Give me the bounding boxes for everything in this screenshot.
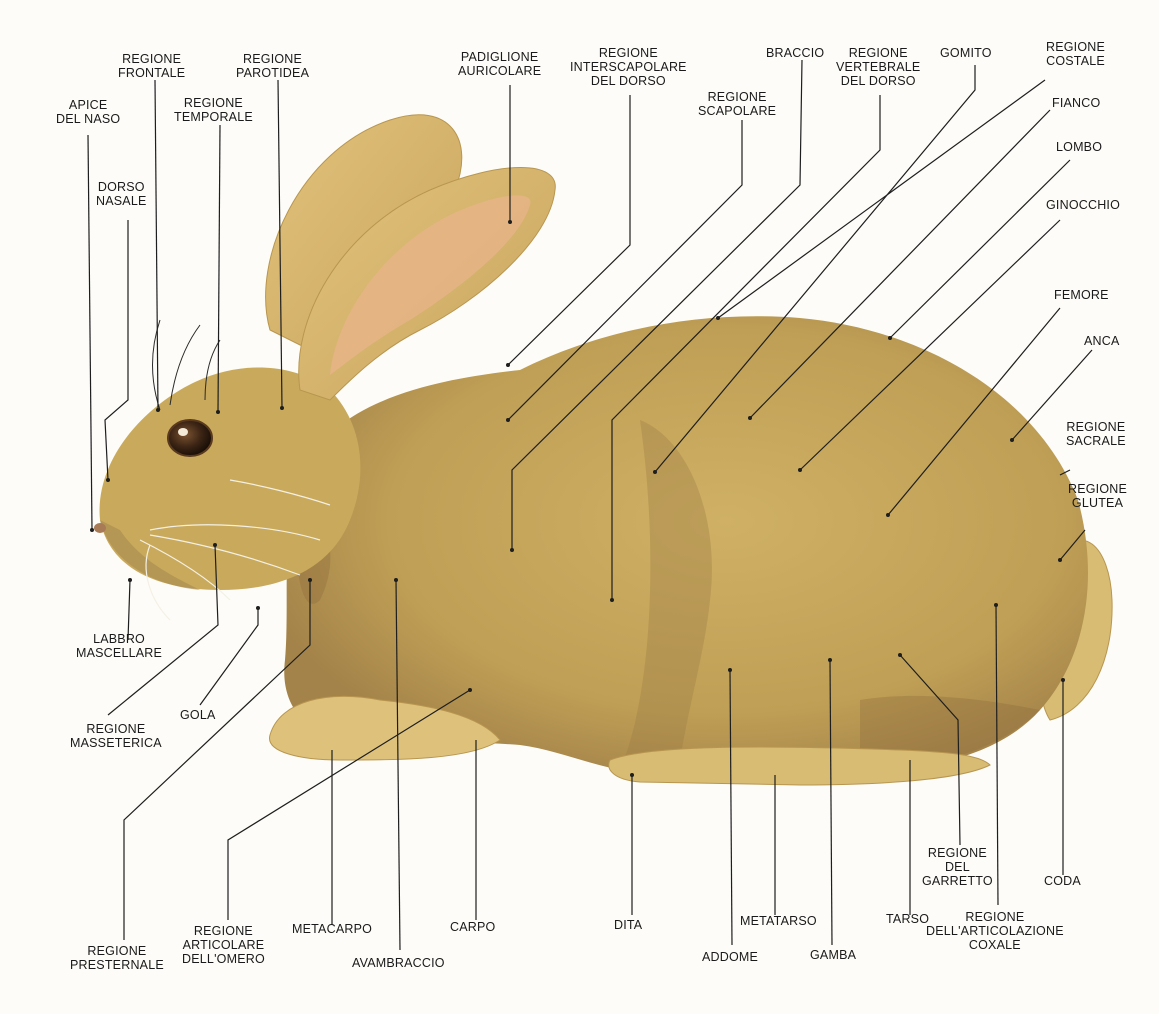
- rabbit-nose: [94, 523, 106, 533]
- label-addome: ADDOME: [702, 950, 758, 964]
- label-anca: ANCA: [1084, 334, 1120, 348]
- label-gamba: GAMBA: [810, 948, 856, 962]
- label-regione-temporale: REGIONE TEMPORALE: [174, 96, 253, 124]
- label-apice-del-naso: APICE DEL NASO: [56, 98, 120, 126]
- label-regione-scapolare: REGIONE SCAPOLARE: [698, 90, 776, 118]
- label-regione-articolare-omero: REGIONE ARTICOLARE DELL'OMERO: [182, 924, 265, 966]
- label-padiglione-auricolare: PADIGLIONE AURICOLARE: [458, 50, 541, 78]
- label-regione-sacrale: REGIONE SACRALE: [1066, 420, 1126, 448]
- label-regione-presternale: REGIONE PRESTERNALE: [70, 944, 164, 972]
- label-regione-masseterica: REGIONE MASSETERICA: [70, 722, 162, 750]
- label-fianco: FIANCO: [1052, 96, 1100, 110]
- label-labbro-mascellare: LABBRO MASCELLARE: [76, 632, 162, 660]
- label-metacarpo: METACARPO: [292, 922, 372, 936]
- label-regione-costale: REGIONE COSTALE: [1046, 40, 1105, 68]
- label-regione-frontale: REGIONE FRONTALE: [118, 52, 185, 80]
- label-regione-vertebrale: REGIONE VERTEBRALE DEL DORSO: [836, 46, 920, 88]
- label-tarso: TARSO: [886, 912, 929, 926]
- label-femore: FEMORE: [1054, 288, 1109, 302]
- rabbit-eye: [168, 420, 212, 456]
- label-carpo: CARPO: [450, 920, 495, 934]
- label-avambraccio: AVAMBRACCIO: [352, 956, 445, 970]
- label-dorso-nasale: DORSO NASALE: [96, 180, 147, 208]
- label-dita: DITA: [614, 918, 642, 932]
- rabbit-hind-foot: [609, 747, 990, 785]
- label-braccio: BRACCIO: [766, 46, 824, 60]
- label-regione-interscapolare: REGIONE INTERSCAPOLARE DEL DORSO: [570, 46, 687, 88]
- label-gola: GOLA: [180, 708, 216, 722]
- label-regione-parotidea: REGIONE PAROTIDEA: [236, 52, 309, 80]
- label-coda: CODA: [1044, 874, 1081, 888]
- label-ginocchio: GINOCCHIO: [1046, 198, 1120, 212]
- label-gomito: GOMITO: [940, 46, 992, 60]
- label-regione-articolazione-coxale: REGIONE DELL'ARTICOLAZIONE COXALE: [926, 910, 1064, 952]
- label-metatarso: METATARSO: [740, 914, 817, 928]
- label-lombo: LOMBO: [1056, 140, 1102, 154]
- label-regione-del-garretto: REGIONE DEL GARRETTO: [922, 846, 993, 888]
- label-regione-glutea: REGIONE GLUTEA: [1068, 482, 1127, 510]
